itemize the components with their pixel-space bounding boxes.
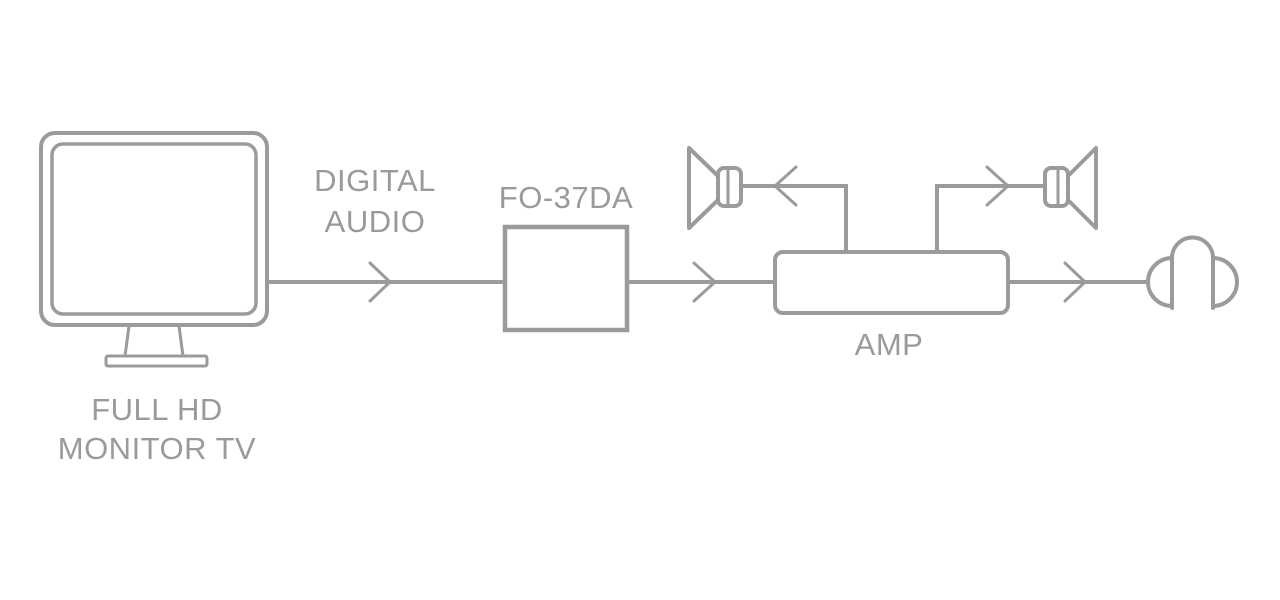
speaker-left-icon [687,146,743,230]
arrow-right-icon [368,261,392,303]
arrow-right-icon [985,165,1010,207]
amplifier-box [773,250,1010,315]
headphones-icon [1146,235,1239,310]
monitor-label: FULL HD MONITOR TV [32,390,282,468]
signal-line-monitor-to-converter [267,261,505,303]
line-amp-to-left-speaker [741,165,848,252]
line-amp-to-headphones [1008,261,1148,303]
arrow-right-icon [1063,261,1087,303]
monitor-icon [39,131,269,368]
arrow-right-icon [692,261,717,303]
speaker-right-icon [1043,146,1098,230]
signal-line-converter-to-amp [627,261,775,303]
amplifier-label: AMP [854,327,924,362]
converter-box [502,224,630,333]
arrow-left-icon [773,165,798,207]
monitor-label-line2: MONITOR TV [57,431,257,466]
line-amp-to-right-speaker [935,165,1045,252]
digital-audio-label: DIGITAL AUDIO [262,160,488,242]
digital-audio-label-line1: DIGITAL [314,163,436,198]
digital-audio-label-line2: AUDIO [324,204,426,239]
monitor-label-line1: FULL HD [91,392,223,427]
converter-label: FO-37DA [498,180,634,215]
